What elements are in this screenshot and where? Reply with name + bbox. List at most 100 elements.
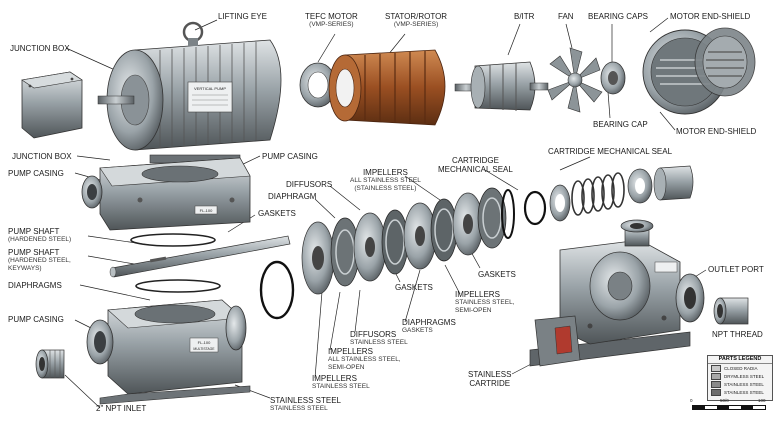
large-o-ring	[259, 260, 295, 320]
label-pump-shaft-2-title: PUMP SHAFT	[8, 248, 60, 257]
legend-swatch	[711, 380, 721, 388]
label-pump-shaft-2-sub1: (HARDENED STEEL,	[8, 257, 71, 264]
label-gaskets-right: GASKETS	[478, 270, 516, 279]
label-cartridge-seal-top: CARTRIDGE MECHANICAL SEAL	[548, 147, 673, 156]
junction-box-part	[21, 71, 83, 139]
scale-bar-graphic	[692, 405, 766, 410]
cartridge-seal-part	[523, 165, 694, 226]
scale-tick-end: 100	[758, 398, 766, 403]
label-impellers-low-title: IMPELLERS	[328, 347, 373, 356]
label-impellers-mid-title: IMPELLERS	[455, 290, 500, 299]
legend-item: STAINLESS STEEL	[708, 380, 772, 388]
label-impellers-low-sub1: ALL STAINLESS STEEL,	[328, 356, 401, 363]
label-pump-shaft-2-sub2: KEYWAYS)	[8, 264, 42, 272]
label-stainless-cartridge-1: STAINLESS	[468, 370, 512, 379]
leader-cartridge-left	[484, 169, 519, 191]
leader-bitr	[507, 23, 521, 56]
label-impellers-top-sub2: (STAINLESS STEEL)	[354, 184, 417, 192]
leader-diffusors-top	[329, 185, 361, 211]
label-pump-casing-left: PUMP CASING	[8, 169, 64, 178]
leader-impellers-mid	[444, 264, 461, 295]
label-impellers-bottom-sub: STAINLESS STEEL	[312, 383, 370, 390]
leader-impellers-top	[404, 175, 441, 201]
label-stator-rotor-sub: (VMP-SERIES)	[393, 21, 439, 28]
label-impellers-bottom-title: IMPELLERS	[312, 374, 357, 383]
assembled-pump	[529, 219, 705, 367]
npt-inlet-fitting	[35, 349, 65, 379]
leader-diaphragms-mid	[404, 269, 421, 323]
label-npt-thread: NPT THREAD	[712, 330, 763, 339]
stator-ring-part	[299, 49, 446, 126]
label-stainless-steel-sub: STAINLESS STEEL	[270, 405, 328, 412]
label-cartridge-seal-left-1: CARTRIDGE	[451, 156, 499, 165]
lower-pump-casing-part: FL-100 MULTISTAGE	[86, 299, 251, 405]
gasket-ring-lower	[135, 279, 221, 293]
label-npt-inlet: 2" NPT INLET	[96, 404, 147, 413]
legend-item: STAINLESS STEEL	[708, 388, 772, 396]
legend-swatch	[711, 388, 721, 396]
label-diffusors-mid-sub: STAINLESS STEEL	[350, 339, 408, 346]
legend-label: DRYMLESS STEEL	[724, 373, 765, 379]
label-diaphragms-mid-title: DIAPHRAGMS	[402, 318, 456, 327]
leader-cartridge-top	[559, 156, 591, 171]
legend-title: PARTS LEGEND	[708, 356, 772, 364]
label-pump-casing-top: PUMP CASING	[262, 152, 318, 161]
legend-item: CLOSED RADIA	[708, 364, 772, 372]
leader-gaskets-top	[227, 214, 256, 233]
rotor-part	[454, 61, 549, 111]
label-impellers-mid-sub1: STAINLESS STEEL,	[455, 299, 515, 306]
label-fan: FAN	[558, 12, 574, 21]
leader-diffusors-mid	[354, 289, 361, 333]
label-bearing-cap: BEARING CAP	[593, 120, 648, 129]
label-pump-shaft-1: PUMP SHAFT(HARDENED STEEL)	[8, 227, 71, 244]
parts-legend: PARTS LEGEND CLOSED RADIA DRYMLESS STEEL…	[707, 355, 773, 401]
leader-bearing-cap	[607, 91, 611, 119]
leader-lifting-eye	[194, 19, 218, 31]
leader-stator	[387, 33, 406, 56]
leader-end-shield-right	[659, 111, 676, 131]
leader-impellers-bottom	[314, 291, 323, 379]
label-impellers-low-sub2: SEMI-OPEN	[328, 363, 365, 371]
label-tefc-motor-sub: (VMP-SERIES)	[309, 21, 354, 28]
label-pump-shaft-2: PUMP SHAFT(HARDENED STEEL,KEYWAYS)	[8, 248, 71, 272]
leader-tefc-motor	[317, 33, 336, 63]
leader-impellers-low	[329, 291, 341, 351]
leader-junction-box-top	[65, 47, 116, 71]
label-stainless-cartridge-2: CARTRIDE	[469, 379, 511, 388]
gasket-ring-upper	[130, 233, 216, 247]
label-diffusors-mid-title: DIFFUSORS	[350, 330, 397, 339]
motor-nameplate-text: VERTICAL PUMP	[194, 86, 226, 91]
legend-label: CLOSED RADIA	[724, 365, 758, 371]
label-diffusors-top: DIFFUSORS	[286, 180, 333, 189]
leader-junction-box-mid	[76, 155, 111, 161]
label-stator-rotor: STATOR/ROTOR(VMP-SERIES)	[385, 12, 447, 29]
label-diaphragms-mid-sub: GASKETS	[402, 327, 433, 334]
leader-diaphragms-left	[79, 284, 151, 301]
scale-bar: 0 50/0 100	[690, 398, 770, 414]
pump-shaft-part	[109, 235, 291, 278]
leader-npt-inlet	[64, 374, 101, 409]
label-impellers-top-title: IMPELLERS	[362, 168, 408, 177]
label-pump-casing-bottom: PUMP CASING	[8, 315, 64, 324]
bearing-cap-part	[600, 61, 626, 95]
casing-bottom-nameplate: FL-100	[198, 340, 211, 345]
label-tefc-motor: TEFC MOTOR(VMP-SERIES)	[305, 12, 358, 29]
impeller-stack	[301, 187, 515, 295]
tefc-motor-part: VERTICAL PUMP	[97, 21, 282, 164]
legend-label: STAINLESS STEEL	[724, 381, 764, 387]
legend-label: STAINLESS STEEL	[724, 389, 764, 395]
legend-item: DRYMLESS STEEL	[708, 372, 772, 380]
label-lifting-eye: LIFTING EYE	[218, 12, 267, 21]
label-impellers-mid-sub2: SEMI-OPEN	[455, 306, 492, 314]
legend-swatch	[711, 372, 721, 380]
label-tefc-motor-title: TEFC MOTOR	[305, 12, 358, 21]
